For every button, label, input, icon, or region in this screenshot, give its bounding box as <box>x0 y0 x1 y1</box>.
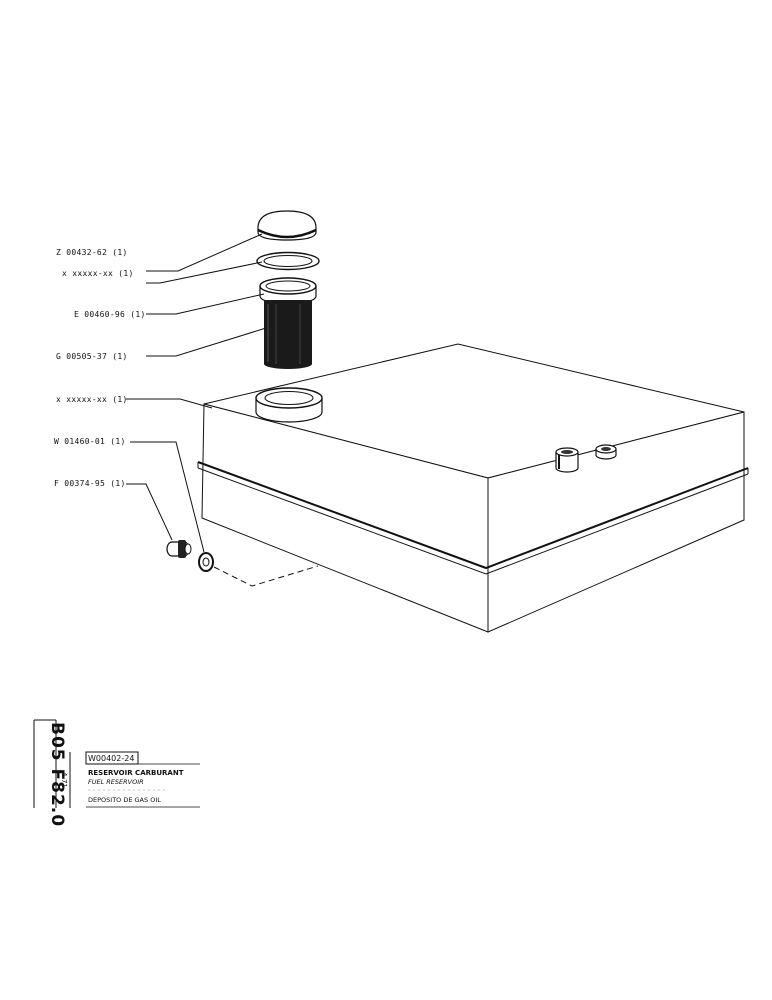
title-line-3: DEPOSITO DE GAS OIL <box>88 796 161 804</box>
part-label: x xxxxx-xx (1) <box>56 395 128 404</box>
tank-filler-neck <box>255 387 323 423</box>
part-label: Z 00432-62 (1) <box>56 248 128 257</box>
part-label: E 00460-96 (1) <box>74 310 146 319</box>
fuel-tank <box>197 343 749 633</box>
drain-assembly-line <box>213 565 319 587</box>
drawing-date: 4-71 <box>60 772 68 788</box>
part-label: x xxxxx-xx (1) <box>62 269 134 278</box>
title-line-1: RESERVOIR CARBURANT <box>88 769 184 777</box>
part-label: F 00374-95 (1) <box>54 479 126 488</box>
drain-plug <box>166 540 192 558</box>
filler-cap <box>257 210 317 241</box>
part-label: G 00505-37 (1) <box>56 352 128 361</box>
part-label: W 01460-01 (1) <box>54 437 126 446</box>
filter-strainer <box>264 300 312 369</box>
title-block: B05 F82.0 4-71 W00402-24 RESERVOIR CARBU… <box>33 719 200 827</box>
leader-lines <box>126 233 267 553</box>
filler-neck-tube <box>259 277 317 305</box>
drawing-number: W00402-24 <box>88 754 134 763</box>
tank-seam-flange <box>197 461 749 570</box>
drawing-code-vertical: B05 F82.0 <box>47 722 67 827</box>
tank-top-fitting-2 <box>595 444 617 460</box>
filler-gasket-ring <box>256 251 320 271</box>
title-line-2: FUEL RESERVOIR <box>88 778 144 786</box>
tank-right-face <box>487 411 745 633</box>
drain-washer <box>198 552 214 572</box>
tank-top-fitting-1 <box>555 447 579 473</box>
